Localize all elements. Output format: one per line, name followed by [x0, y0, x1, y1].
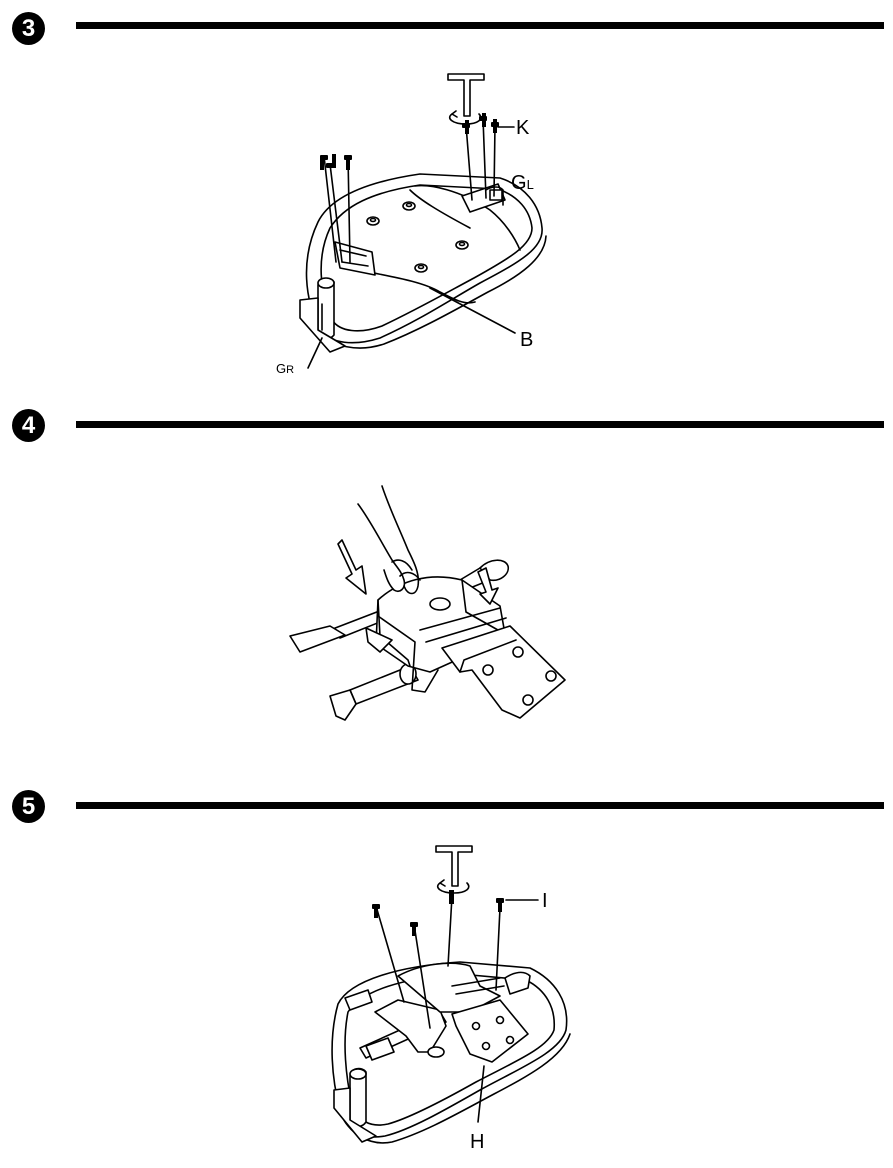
front-rod [330, 664, 418, 720]
leader-gr [308, 338, 322, 368]
label-i: I [542, 890, 548, 912]
step-3: 3 [0, 0, 893, 390]
mechanism-mounting-diagram: I H [0, 790, 893, 1168]
label-k: K [516, 117, 530, 139]
hand-icon [358, 486, 420, 594]
label-gr: GR [276, 361, 294, 376]
leader-b [430, 288, 515, 333]
press-down-arrow-icon [338, 540, 366, 594]
step-4: 4 [0, 390, 893, 790]
allen-key-icon [448, 74, 484, 116]
allen-key-icon [436, 846, 472, 886]
label-h: H [470, 1131, 484, 1153]
label-b: B [520, 329, 533, 351]
tilt-mechanism-insertion-diagram [0, 390, 893, 790]
label-gl: GL [511, 172, 534, 194]
seat-base-assembly-diagram: K GL B GR [0, 0, 893, 390]
step-5: 5 [0, 790, 893, 1168]
